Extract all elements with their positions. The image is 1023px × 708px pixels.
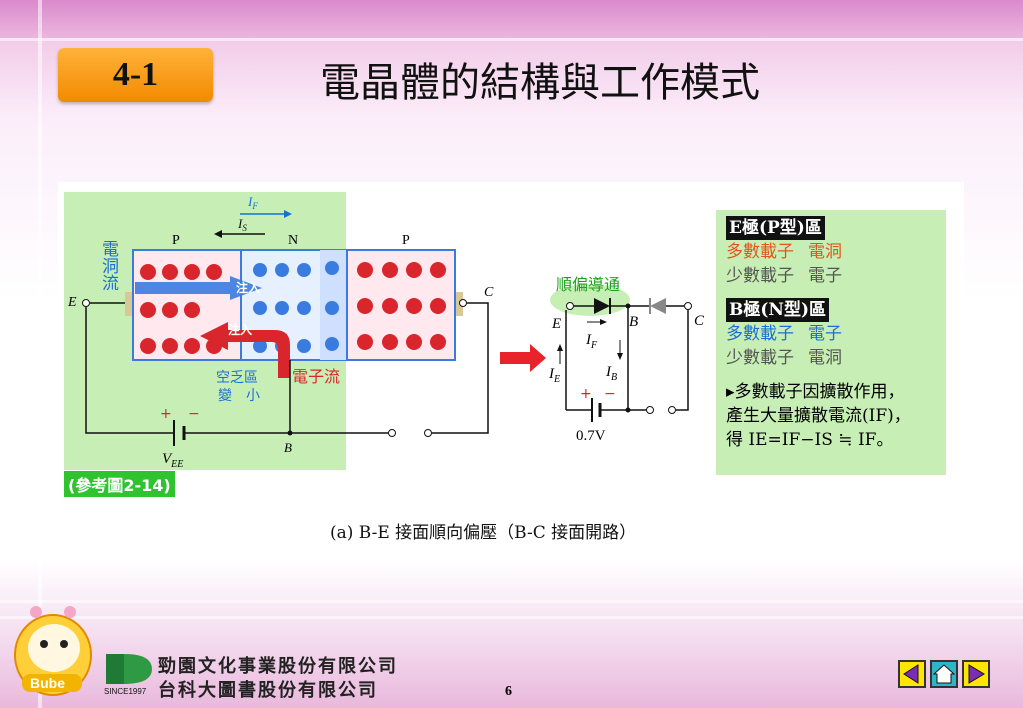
region-label-p1: P bbox=[172, 233, 180, 248]
next-button[interactable] bbox=[962, 660, 990, 688]
since-label: SINCE1997 bbox=[104, 687, 147, 696]
e-region-header: E極(P型)區 bbox=[726, 216, 825, 240]
b-region-header: B極(N型)區 bbox=[726, 298, 829, 322]
terminal-b-label: B bbox=[284, 440, 292, 455]
terminal-c-label: C bbox=[484, 285, 494, 300]
eq-terminal-b: B bbox=[629, 314, 638, 330]
note-line-1: ▸多數載子因擴散作用， bbox=[726, 382, 905, 402]
eq-battery-plus: + bbox=[580, 386, 592, 402]
bc-diode bbox=[650, 298, 666, 314]
forward-label: 順偏導通 bbox=[556, 275, 620, 294]
reference-label: (參考圖2-14) bbox=[64, 471, 175, 497]
mascot-label: Bube bbox=[30, 675, 65, 691]
eq-ib-label: IB bbox=[605, 364, 617, 383]
home-icon bbox=[932, 664, 956, 684]
company-name-1: 勁園文化事業股份有限公司 bbox=[158, 656, 398, 677]
terminal-e-label: E bbox=[67, 295, 77, 310]
electron-current-label: 電子流 bbox=[292, 367, 340, 386]
b-minor-row: 少數載子電洞 bbox=[726, 348, 842, 368]
decor-line bbox=[0, 600, 1023, 603]
be-diode bbox=[594, 298, 610, 314]
holes-emitter bbox=[140, 264, 222, 354]
region-label-n: N bbox=[288, 233, 298, 248]
section-badge: 4-1 bbox=[58, 48, 213, 102]
mascot-icon: Bube bbox=[14, 606, 92, 696]
b-major-row: 多數載子電子 bbox=[726, 324, 842, 344]
depletion-label-2: 變 小 bbox=[218, 388, 260, 404]
current-is-label: IS bbox=[237, 216, 247, 233]
battery-minus: − bbox=[188, 406, 200, 422]
current-if-label: IF bbox=[247, 194, 258, 211]
voltage-label: 0.7V bbox=[576, 428, 606, 444]
prev-arrow-icon bbox=[903, 664, 919, 684]
decor-line bbox=[38, 0, 42, 708]
eq-ie-label: IE bbox=[548, 366, 560, 385]
inject-label-bottom: 注入 bbox=[228, 322, 252, 337]
eq-terminal-e: E bbox=[551, 316, 561, 332]
inject-label-top: 注入 bbox=[236, 280, 260, 295]
top-band bbox=[0, 0, 1023, 38]
hole-current-label: 電洞流 bbox=[98, 240, 119, 291]
holes-collector bbox=[357, 262, 446, 350]
region-label-p2: P bbox=[402, 233, 410, 248]
depletion-label: 空乏區 bbox=[216, 370, 258, 386]
eq-terminal-c: C bbox=[694, 313, 705, 329]
company-logo-icon: SINCE1997 bbox=[104, 654, 152, 696]
electron-injection-path bbox=[200, 322, 290, 378]
home-button[interactable] bbox=[930, 660, 958, 688]
figure-caption: (a) B-E 接面順向偏壓（B-C 接面開路） bbox=[330, 523, 637, 543]
info-box: E極(P型)區 多數載子電洞 少數載子電子 B極(N型)區 多數載子電子 少數載… bbox=[716, 210, 946, 475]
eq-if-label: IF bbox=[585, 332, 598, 351]
prev-button[interactable] bbox=[898, 660, 926, 688]
decor-line bbox=[0, 38, 1023, 41]
e-minor-row: 少數載子電子 bbox=[726, 266, 842, 286]
hole-injection-arrow bbox=[135, 276, 262, 300]
note-line-2: 產生大量擴散電流(IF)， bbox=[726, 406, 911, 426]
battery-plus: + bbox=[160, 406, 172, 422]
company-name-2: 台科大圖書股份有限公司 bbox=[158, 680, 378, 701]
equivalent-arrow bbox=[500, 344, 546, 372]
vee-label: VEE bbox=[162, 451, 183, 470]
page-title: 電晶體的結構與工作模式 bbox=[320, 60, 760, 106]
e-major-row: 多數載子電洞 bbox=[726, 242, 842, 262]
eq-battery-minus: − bbox=[604, 386, 616, 402]
next-arrow-icon bbox=[968, 664, 985, 684]
decor-line bbox=[0, 616, 1023, 619]
note-line-3: 得 IE=IF−IS ≒ IF。 bbox=[726, 430, 894, 450]
page-number: 6 bbox=[505, 684, 512, 699]
